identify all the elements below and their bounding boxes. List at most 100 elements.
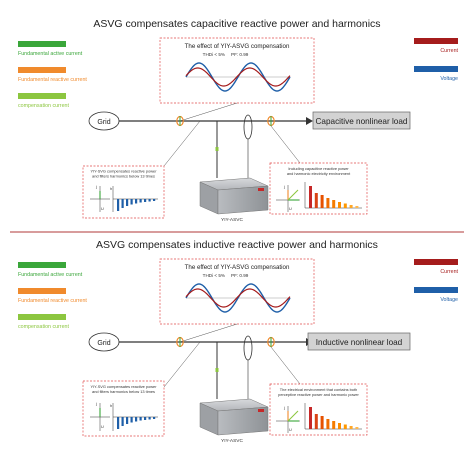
- effect-box-frame: [159, 37, 315, 104]
- legend-right: Current Voltage: [414, 259, 459, 303]
- effect-title: The effect of YIY-ASVG compensation: [185, 264, 290, 271]
- thdi-value: THDi < 5%: [203, 52, 225, 57]
- grid-label: Grid: [97, 340, 110, 347]
- harmonic-bar: [121, 199, 124, 208]
- harmonic-bar: [126, 199, 129, 206]
- right-axis-u: U: [289, 427, 292, 432]
- panel-capacitive: ASVG compensates capacitive reactive pow…: [18, 18, 459, 223]
- legend-left: Fundamental active current Fundamental r…: [18, 41, 87, 109]
- harmonic-bar: [343, 203, 347, 208]
- left-axis-u: U: [101, 206, 104, 211]
- left-info-box: YIY-SVG compensates reactive power and f…: [82, 380, 165, 437]
- legend-voltage-label: Voltage: [440, 297, 458, 303]
- left-axis-u: U: [101, 424, 104, 429]
- right-axis-j: j: [283, 405, 285, 410]
- left-info-line-2: and filters harmonics below 13 times: [92, 389, 155, 394]
- right-info-line-2: and harmonic electricity environment: [287, 171, 351, 176]
- harmonic-bar: [326, 198, 330, 208]
- left-info-box: YIY-SVG compensates reactive power and f…: [82, 165, 165, 219]
- legend-reactive-swatch: [18, 288, 66, 294]
- harmonic-bar: [148, 417, 151, 420]
- load-label: Capacitive nonlinear load: [316, 117, 408, 126]
- pf-value: PF: 0.99: [231, 52, 249, 57]
- right-axis-j: j: [283, 184, 285, 189]
- harmonic-bar: [332, 421, 336, 429]
- device-status-light: [258, 188, 264, 191]
- legend-current-label: Current: [440, 269, 458, 275]
- device-label: YIY-ASVC: [221, 217, 243, 223]
- svg-device: YIY-ASVC: [199, 398, 269, 444]
- right-info-box: The electrical environment that contains…: [269, 383, 368, 436]
- left-axis-j: j: [95, 184, 97, 189]
- right-harmonic-bars: [309, 186, 359, 208]
- legend-active-label: Fundamental active current: [18, 51, 83, 57]
- panel-title: ASVG compensates capacitive reactive pow…: [93, 18, 380, 30]
- left-axis-h: h: [110, 186, 112, 191]
- panel-title: ASVG compensates inductive reactive powe…: [96, 239, 378, 251]
- harmonic-bar: [144, 199, 147, 202]
- legend-right: Current Voltage: [414, 38, 459, 82]
- harmonic-bar: [139, 199, 142, 203]
- left-axis-h: h: [110, 403, 112, 408]
- load-box: [312, 111, 411, 130]
- harmonic-bar: [139, 417, 142, 421]
- harmonic-bar: [126, 417, 129, 424]
- harmonic-bar: [130, 199, 133, 205]
- left-info-connector: [163, 120, 201, 167]
- grid-label: Grid: [97, 119, 110, 126]
- harmonic-bar: [314, 193, 318, 208]
- legend-reactive-label: Fundamental reactive current: [18, 298, 87, 304]
- left-harmonic-bars: [117, 417, 156, 429]
- left-axis-j: j: [95, 401, 97, 406]
- ct-sensor: [243, 335, 253, 361]
- legend-active-swatch: [18, 262, 66, 268]
- voltage-wave: [185, 283, 291, 313]
- legend-current-swatch: [414, 259, 458, 265]
- left-harmonic-bars: [117, 199, 156, 211]
- device-front: [217, 185, 269, 215]
- effect-box: The effect of YIY-ASVG compensation THDi…: [159, 258, 315, 325]
- effect-title: The effect of YIY-ASVG compensation: [185, 43, 290, 50]
- legend-reactive-label: Fundamental reactive current: [18, 77, 87, 83]
- harmonic-bar: [121, 417, 124, 426]
- harmonic-bar: [153, 417, 156, 419]
- device-label: YIY-ASVC: [221, 438, 243, 444]
- right-info-box: Including capacitive reactive power and …: [269, 162, 368, 215]
- harmonic-bar: [320, 195, 324, 208]
- legend-compensation-label: compensation current: [18, 103, 69, 109]
- device-front: [217, 406, 269, 436]
- harmonic-bar: [117, 199, 120, 211]
- harmonic-bar: [349, 426, 353, 429]
- harmonic-bar: [309, 186, 312, 208]
- right-info-line-1: The electrical environment that contains…: [280, 387, 357, 392]
- harmonic-bar: [144, 417, 147, 420]
- left-info-frame: [82, 380, 165, 437]
- left-info-line-1: YIY-SVG compensates reactive power: [90, 384, 157, 389]
- harmonic-bar: [135, 417, 138, 422]
- harmonic-bar: [314, 414, 318, 429]
- legend-active-label: Fundamental active current: [18, 272, 83, 278]
- device-status-light: [258, 409, 264, 412]
- bus-arrow: [306, 117, 313, 125]
- harmonic-bar: [349, 205, 353, 208]
- harmonic-bar: [117, 417, 120, 429]
- left-info-connector: [163, 341, 201, 388]
- legend-current-label: Current: [440, 48, 458, 54]
- harmonic-bar: [355, 427, 359, 429]
- current-wave: [185, 288, 291, 308]
- effect-connector: [179, 102, 238, 122]
- legend-voltage-label: Voltage: [440, 76, 458, 82]
- pf-value: PF: 0.99: [231, 273, 249, 278]
- harmonic-bar: [130, 417, 133, 423]
- left-info-line-2: and filters harmonics below 13 times: [92, 174, 155, 179]
- legend-reactive-swatch: [18, 67, 66, 73]
- legend-compensation-label: compensation current: [18, 324, 69, 330]
- effect-box-frame: [159, 258, 315, 325]
- harmonic-bar: [153, 199, 156, 201]
- legend-current-swatch: [414, 38, 458, 44]
- right-info-connector: [270, 346, 301, 385]
- harmonic-bar: [135, 199, 138, 204]
- legend-voltage-swatch: [414, 287, 458, 293]
- harmonic-bar: [332, 200, 336, 208]
